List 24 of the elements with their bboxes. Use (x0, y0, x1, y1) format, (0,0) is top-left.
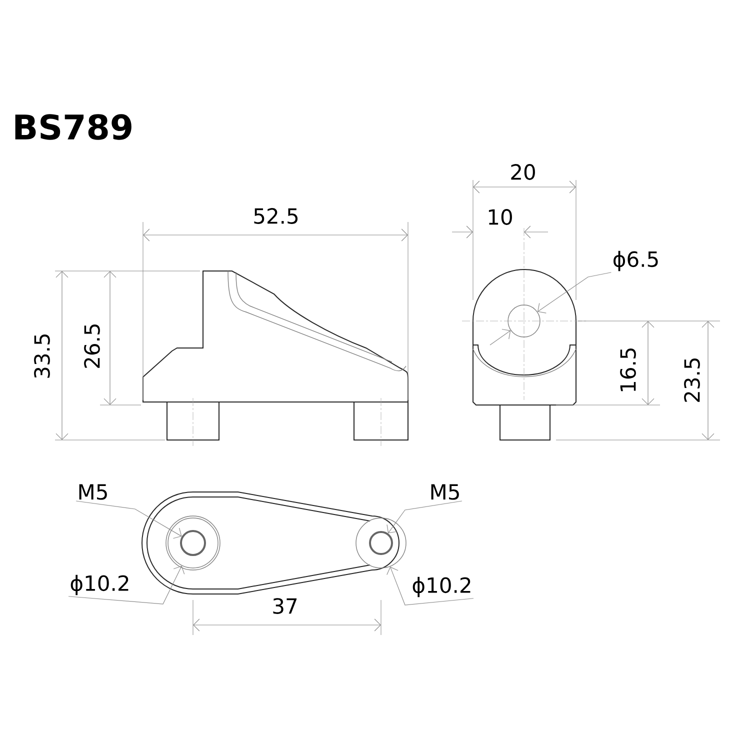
hole-circle (369, 531, 393, 555)
dimension-label: 33.5 (34, 334, 50, 378)
leader-line (76, 500, 182, 539)
dimension-label: 23.5 (684, 358, 700, 402)
callout-label: ϕ6.5 (614, 250, 658, 272)
hole-circle (180, 530, 206, 556)
leader-line (490, 272, 612, 346)
dimension-label: 37 (273, 598, 297, 614)
hole-circle (508, 304, 540, 338)
callout-label: ϕ10.2 (70, 574, 128, 596)
callout-label: M5 (79, 484, 107, 500)
leader-line (68, 566, 185, 604)
dimension-label: 20 (511, 164, 535, 180)
dimension-label: 52.5 (254, 208, 298, 224)
dimension-label: 16.5 (620, 348, 636, 392)
hole-circle (168, 518, 218, 568)
dimension-label: 26.5 (84, 324, 100, 368)
title: BS789 (15, 114, 132, 140)
leader-line (386, 566, 474, 606)
callout-label: ϕ10.2 (412, 576, 470, 598)
leader-line (386, 500, 462, 534)
dimension-label: 10 (488, 209, 512, 225)
hole-circle (356, 518, 406, 568)
callout-label: M5 (431, 484, 459, 500)
